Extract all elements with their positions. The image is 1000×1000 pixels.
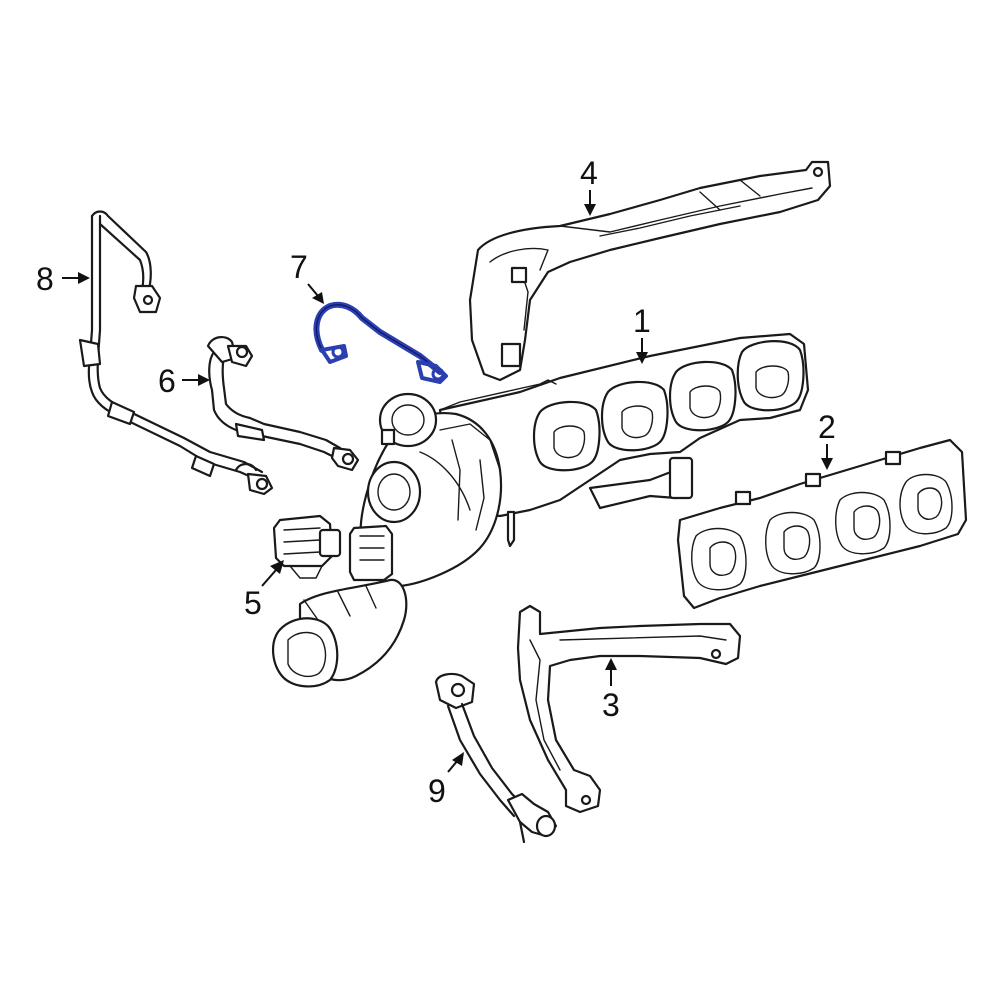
- callout-5: 5: [244, 560, 284, 621]
- callout-4: 4: [580, 155, 598, 216]
- callout-8: 8: [36, 261, 90, 297]
- part-4-heat-shield[interactable]: [468, 160, 832, 382]
- part-5-actuator[interactable]: [272, 514, 342, 579]
- part-3-support-bracket[interactable]: [516, 604, 742, 814]
- callout-6-label: 6: [158, 363, 176, 399]
- part-6-coolant-line[interactable]: [206, 336, 360, 472]
- callout-3: 3: [602, 658, 620, 723]
- part-9-oil-return-line[interactable]: [434, 672, 558, 844]
- callout-2-label: 2: [818, 409, 836, 445]
- part-1-turbo-manifold[interactable]: [272, 332, 810, 688]
- callout-8-label: 8: [36, 261, 54, 297]
- part-7-highlighted-pipe[interactable]: [313, 301, 448, 384]
- callout-4-label: 4: [580, 155, 598, 191]
- callout-2: 2: [818, 409, 836, 470]
- callout-7-label: 7: [290, 249, 308, 285]
- callout-1: 1: [633, 303, 651, 364]
- callout-9: 9: [428, 752, 464, 809]
- callout-7: 7: [290, 249, 324, 304]
- part-8-oil-feed-line[interactable]: [78, 210, 274, 496]
- callout-1-label: 1: [633, 303, 651, 339]
- callout-3-label: 3: [602, 687, 620, 723]
- callout-5-label: 5: [244, 585, 262, 621]
- callout-6: 6: [158, 363, 210, 399]
- callout-9-label: 9: [428, 773, 446, 809]
- part-2-manifold-gasket[interactable]: [676, 438, 968, 610]
